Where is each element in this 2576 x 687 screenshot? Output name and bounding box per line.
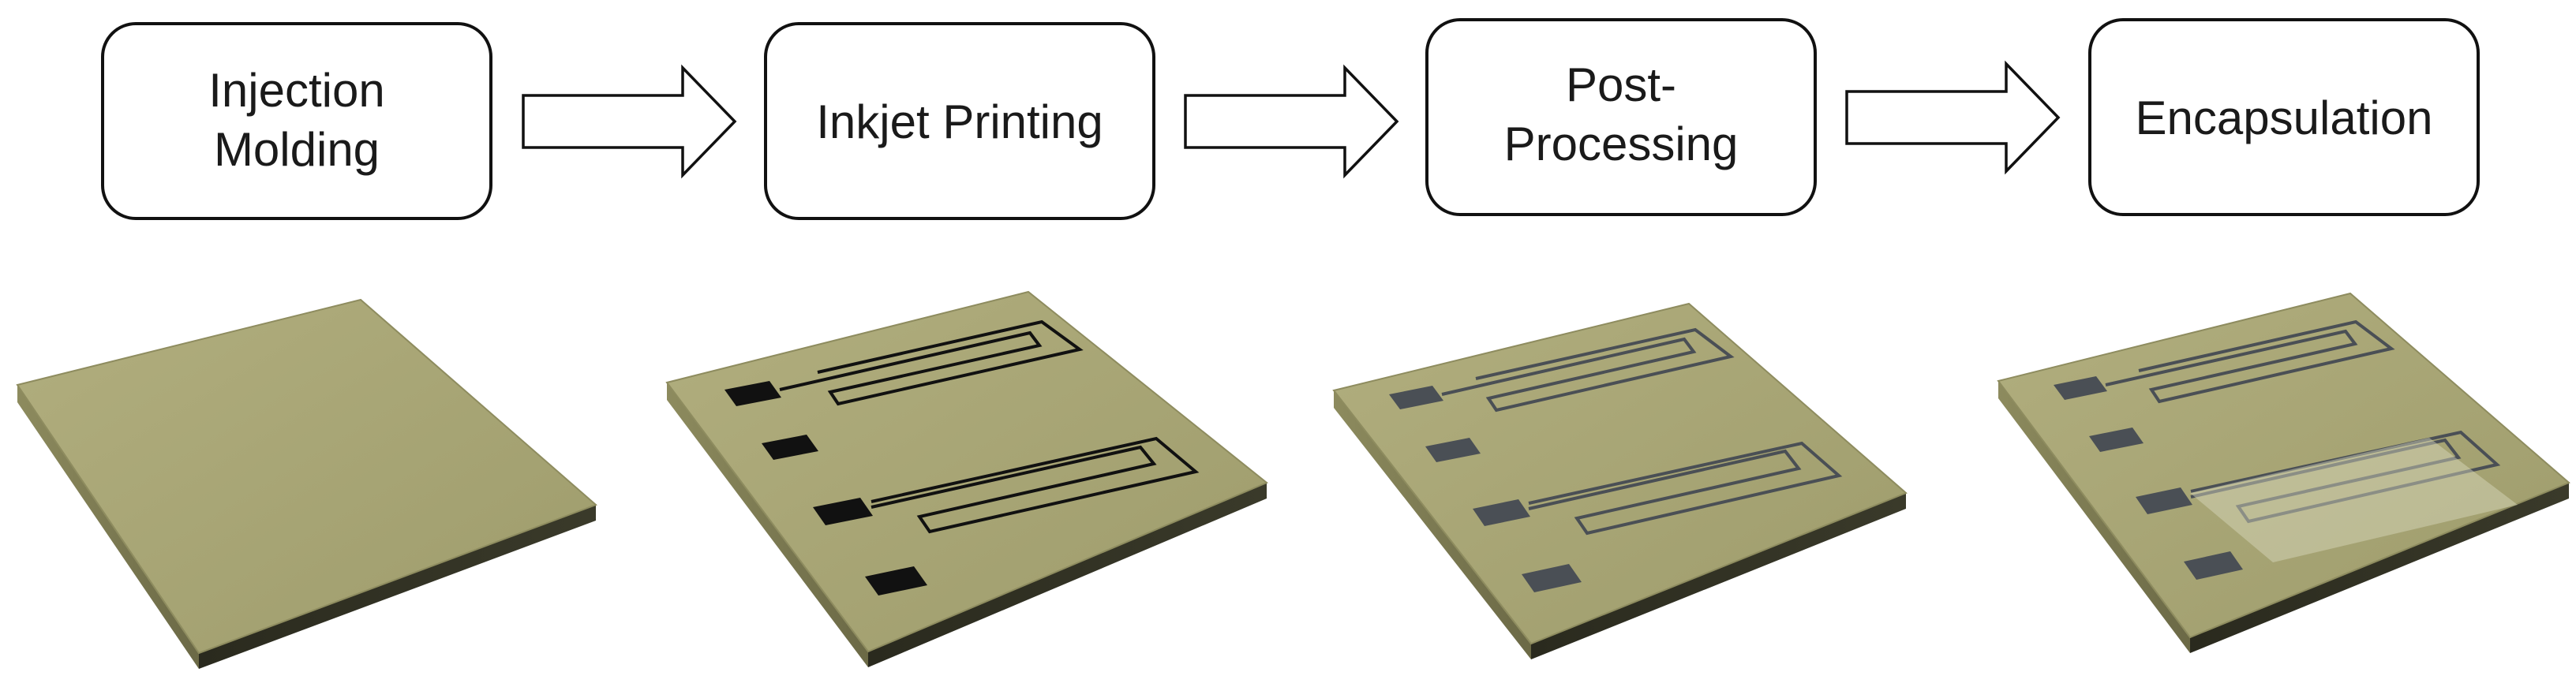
contact-pad <box>865 566 927 596</box>
flow-arrow-3 <box>1845 60 2061 175</box>
contact-pad <box>2054 376 2107 400</box>
plate-side-left <box>1998 381 2190 653</box>
flow-arrow-1 <box>522 64 737 179</box>
contact-pad <box>813 498 873 525</box>
step-label-line-1: Encapsulation <box>2136 91 2433 144</box>
step-label-line-1: Post- <box>1566 58 1676 111</box>
substrate-plate-encapsulated <box>1997 292 2570 653</box>
contact-pad <box>762 435 818 460</box>
plate-side-right <box>2190 483 2569 653</box>
encapsulation-layer <box>2190 438 2518 562</box>
sensor-trace <box>1528 441 1843 536</box>
step-box-frame <box>1425 18 1817 216</box>
sensor-trace <box>2190 430 2501 524</box>
substrate-plate-post-processed <box>1332 302 1908 659</box>
plate-side-right <box>199 505 596 669</box>
plate-side-right <box>1531 493 1906 659</box>
plate-side-left <box>17 385 199 669</box>
step-box-encapsulation: Encapsulation <box>2088 18 2480 216</box>
contact-pad <box>2089 428 2144 452</box>
plate-top <box>16 298 597 655</box>
flow-arrow-2 <box>1184 64 1399 179</box>
step-box-frame <box>101 22 492 220</box>
sensor-trace <box>871 436 1200 534</box>
substrate-plate-molded <box>16 298 597 669</box>
contact-pad <box>2184 551 2243 580</box>
sensor-trace <box>1441 327 1735 413</box>
plate-side-left <box>1334 390 1531 659</box>
plate-top <box>1332 302 1908 645</box>
substrate-plate-printed <box>665 290 1268 667</box>
step-label-line-1: Injection <box>208 64 384 117</box>
sensor-trace <box>779 319 1084 406</box>
step-box-frame <box>764 22 1155 220</box>
plate-side-left <box>667 383 868 667</box>
sensor-trace <box>2105 319 2395 404</box>
step-box-post-processing: Post- Processing <box>1425 18 1817 216</box>
contact-pad <box>724 381 781 406</box>
contact-pad <box>2136 487 2192 514</box>
step-box-injection-molding: Injection Molding <box>101 22 492 220</box>
plate-side-right <box>868 483 1267 667</box>
contact-pad <box>1473 499 1530 526</box>
contact-pad <box>1389 386 1443 409</box>
contact-pad <box>1522 564 1582 592</box>
step-label-line-2: Processing <box>1504 118 1739 170</box>
contact-pad <box>1425 438 1481 462</box>
step-box-frame <box>2088 18 2480 216</box>
step-box-inkjet-printing: Inkjet Printing <box>764 22 1155 220</box>
plate-top <box>1997 292 2570 639</box>
step-label-line-1: Inkjet Printing <box>816 95 1103 148</box>
step-label-line-2: Molding <box>214 123 380 176</box>
